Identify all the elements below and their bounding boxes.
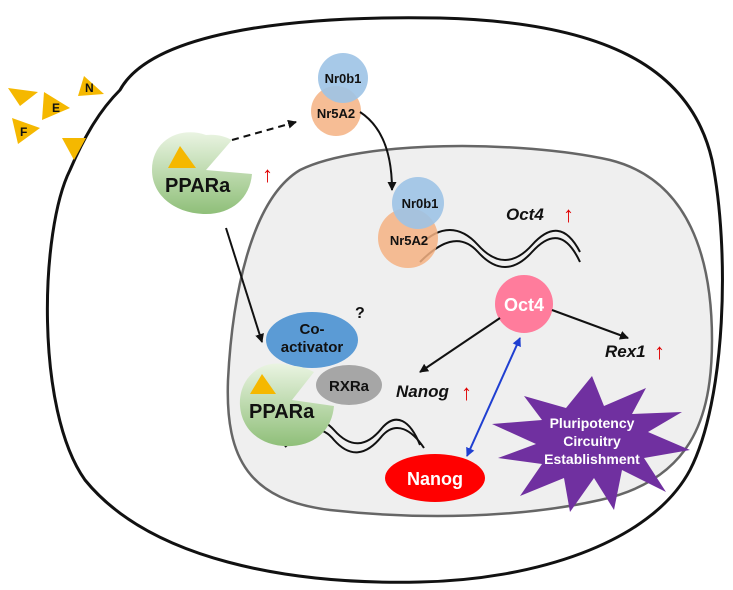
ligand-triangle-e — [42, 92, 70, 120]
coactivator — [266, 312, 358, 368]
nanog-up-arrow: ↑ — [461, 380, 472, 405]
ppara-top-up-arrow: ↑ — [262, 162, 273, 187]
ligand-triangle-1 — [8, 88, 38, 106]
nr5a2-bound-label: Nr5A2 — [390, 233, 428, 248]
nanog-gene-label: Nanog — [396, 382, 450, 401]
double-arrow-oct4-nanog — [466, 337, 521, 457]
rex1-gene-label: Rex1 — [605, 342, 646, 361]
oct4-protein-label: Oct4 — [504, 295, 544, 315]
nr0b1-top-label: Nr0b1 — [325, 71, 362, 86]
ppara-bottom-ligand — [250, 374, 276, 394]
nanog-protein — [385, 454, 485, 502]
ligand-triangle-f — [12, 118, 40, 144]
outcome-line3: Establishment — [544, 451, 640, 467]
outcome-line1: Pluripotency — [550, 415, 635, 431]
dna-oct4-strand-1 — [419, 229, 581, 261]
nr0b1-bound-label: Nr0b1 — [402, 196, 439, 211]
oct4-up-arrow: ↑ — [563, 202, 574, 227]
arrow-oct4-to-nanog — [419, 317, 501, 373]
ligand-e-label: E — [52, 101, 60, 115]
rex1-up-arrow: ↑ — [654, 339, 665, 364]
arrow-nr5a2-to-nucleus — [359, 111, 397, 191]
outcome-line2: Circuitry — [563, 433, 621, 449]
nr0b1-top — [318, 53, 368, 103]
nr0b1-bound — [392, 177, 444, 229]
rxra-label: RXRa — [329, 378, 370, 395]
ligand-n-label: N — [85, 81, 94, 95]
nr5a2-top-label: Nr5A2 — [317, 106, 355, 121]
ppara-top-label: PPARa — [165, 175, 231, 197]
ppara-bottom-label: PPARa — [249, 401, 315, 423]
coactivator-label-line1: Co- — [300, 321, 325, 338]
coactivator-question: ? — [355, 305, 365, 322]
oct4-protein — [495, 275, 553, 333]
dna-oct4-strand-2 — [419, 237, 581, 268]
pluripotency-burst — [492, 376, 690, 512]
rxra — [316, 365, 382, 405]
arrow-ppara-to-complex — [225, 227, 264, 343]
ligand-triangle-n — [78, 76, 104, 96]
ppara-top-ligand — [168, 146, 196, 168]
coactivator-label-line2: activator — [281, 339, 344, 356]
ligand-triangle-5 — [62, 138, 86, 160]
ligand-f-label: F — [20, 125, 27, 139]
arrow-oct4-to-rex1 — [551, 309, 629, 340]
nanog-protein-label: Nanog — [407, 469, 463, 489]
oct4-gene-label: Oct4 — [506, 205, 544, 224]
